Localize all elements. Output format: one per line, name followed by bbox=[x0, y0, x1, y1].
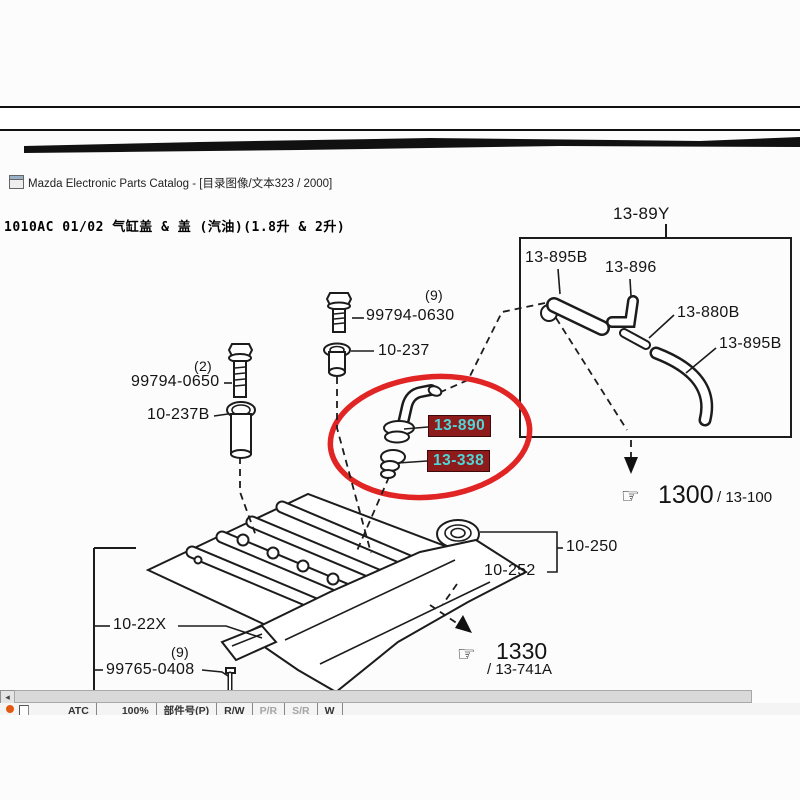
scan-band bbox=[24, 137, 800, 153]
pointer-hand-icon: ☞ bbox=[621, 485, 640, 508]
part-label-10-237[interactable]: 10-237 bbox=[378, 342, 430, 359]
toolbar-item-atc[interactable]: ATC bbox=[61, 703, 97, 715]
title-bar: Mazda Electronic Parts Catalog - [目录图像/文… bbox=[0, 86, 800, 190]
status-toolbar: ATC 100% 部件号(P) R/W P/R S/R W bbox=[0, 703, 800, 715]
part-label-10-250[interactable]: 10-250 bbox=[566, 538, 618, 555]
horizontal-scrollbar[interactable] bbox=[14, 690, 752, 703]
highlighted-part-13-890[interactable]: 13-890 bbox=[428, 415, 492, 437]
section-header-text: 1010AC 01/02 气缸盖 & 盖 (汽油)(1.8升 & 2升) bbox=[4, 220, 346, 235]
part-label-10-22X[interactable]: 10-22X bbox=[113, 616, 167, 633]
part-label-99765-0408[interactable]: 99765-0408 bbox=[106, 661, 195, 678]
part-label-99794-0630[interactable]: 99794-0630 bbox=[366, 307, 455, 324]
part-label-10-237B[interactable]: 10-237B bbox=[147, 406, 210, 423]
part-label-13-896[interactable]: 13-896 bbox=[605, 259, 657, 276]
part-label-13-89Y[interactable]: 13-89Y bbox=[613, 204, 670, 223]
part-label-13-895B-upper[interactable]: 13-895B bbox=[525, 249, 588, 266]
qty-label-screw: (9) bbox=[171, 644, 190, 660]
part-label-13-880B[interactable]: 13-880B bbox=[677, 304, 740, 321]
ref-label-1300[interactable]: 1300 bbox=[658, 481, 714, 509]
toolbar-item-sr[interactable]: S/R bbox=[285, 703, 318, 715]
toolbar-item-rw[interactable]: R/W bbox=[217, 703, 253, 715]
ref-label-13-100[interactable]: / 13-100 bbox=[717, 489, 773, 506]
toolbar-item-w[interactable]: W bbox=[318, 703, 343, 715]
highlight-ellipse bbox=[327, 373, 533, 501]
qty-label-bolt-top: (9) bbox=[425, 287, 444, 303]
status-dot-icon bbox=[6, 705, 14, 713]
pointer-hand-icon: ☞ bbox=[457, 643, 476, 666]
app-window-icon bbox=[9, 175, 24, 189]
part-label-99794-0650[interactable]: 99794-0650 bbox=[131, 373, 220, 390]
ref-label-13-741A[interactable]: / 13-741A bbox=[487, 661, 553, 678]
highlighted-part-13-338[interactable]: 13-338 bbox=[427, 450, 491, 472]
toolbar-item-zoom-level[interactable]: 100% bbox=[115, 703, 157, 715]
toolbar-item-part-number[interactable]: 部件号(P) bbox=[157, 703, 218, 715]
group-box-13-89Y bbox=[519, 237, 792, 438]
toolbar-item-pr[interactable]: P/R bbox=[253, 703, 286, 715]
qty-label-bolt-left: (2) bbox=[194, 358, 213, 374]
ref-label-1330[interactable]: 1330 bbox=[496, 638, 548, 664]
part-label-10-252[interactable]: 10-252 bbox=[484, 562, 536, 579]
section-header-bar: 1010AC 01/02 气缸盖 & 盖 (汽油)(1.8升 & 2升) bbox=[0, 106, 800, 235]
document-icon[interactable] bbox=[19, 705, 29, 715]
part-label-13-895B-lower[interactable]: 13-895B bbox=[719, 335, 782, 352]
window-title: Mazda Electronic Parts Catalog - [目录图像/文… bbox=[28, 178, 333, 190]
